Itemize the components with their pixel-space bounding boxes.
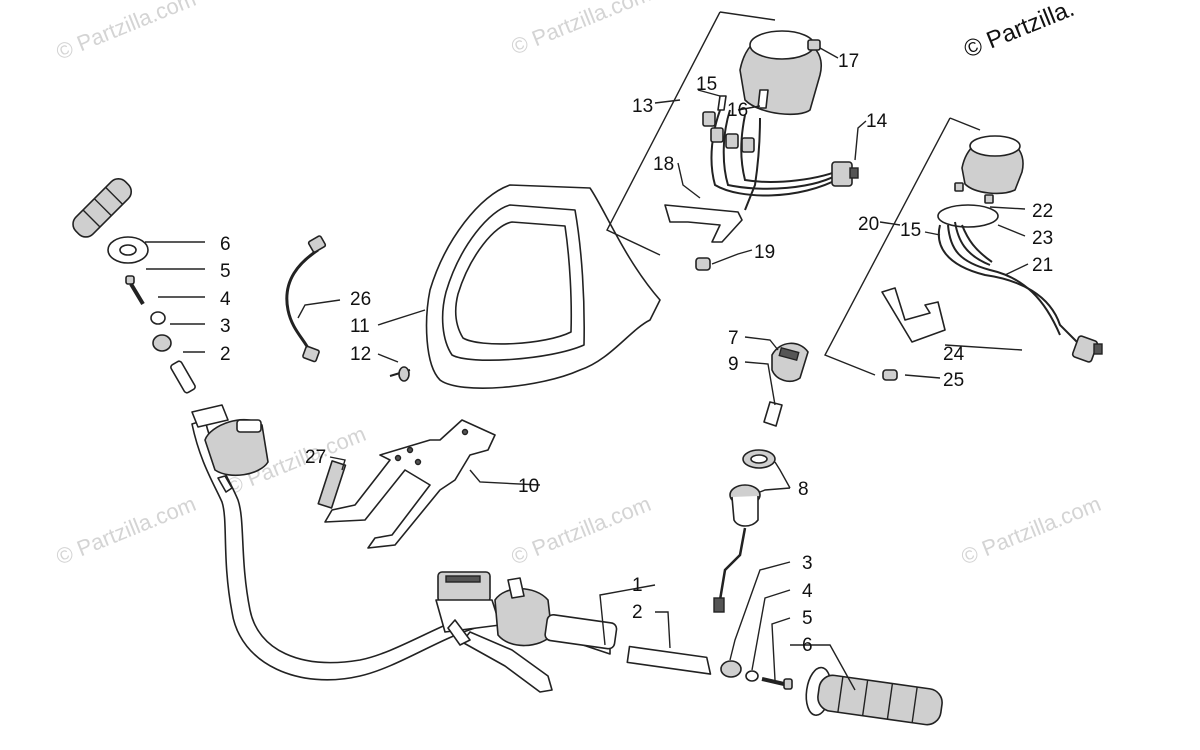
callout-5-right: 5 <box>802 608 813 629</box>
compact-gauge[interactable] <box>954 135 1024 204</box>
left-switch-housing[interactable] <box>204 418 269 493</box>
left-grip-group <box>69 175 205 394</box>
watermark: © Partzilla.com <box>958 491 1105 570</box>
callout-8: 8 <box>798 479 809 500</box>
callout-3-right: 3 <box>802 553 813 574</box>
right-sleeve[interactable] <box>626 645 712 675</box>
callout-13: 13 <box>632 96 653 117</box>
callout-24: 24 <box>943 344 965 365</box>
gauge-retainer[interactable] <box>664 204 743 243</box>
right-grip[interactable] <box>803 666 944 732</box>
watermark: © Partzilla.com <box>53 0 200 65</box>
callout-10: 10 <box>518 476 539 497</box>
callout-7: 7 <box>728 328 739 349</box>
watermark: © Partzilla.com <box>508 0 655 60</box>
ignition-switch[interactable] <box>713 484 761 613</box>
gauge-grommet[interactable] <box>695 257 711 271</box>
callout-labels: 6 5 4 3 2 26 11 12 27 10 13 15 16 17 14 … <box>220 51 1053 656</box>
callout-4-right: 4 <box>802 581 813 602</box>
watermark: © Partzilla.com <box>53 491 200 570</box>
callout-4-left: 4 <box>220 289 231 310</box>
headlight-pod[interactable] <box>425 184 661 389</box>
left-washer[interactable] <box>150 311 166 325</box>
gauge-seal-ring[interactable] <box>937 204 999 228</box>
callout-19: 19 <box>754 242 775 263</box>
callout-14: 14 <box>866 111 888 132</box>
gauge-kit-1 <box>606 11 867 271</box>
callout-20: 20 <box>858 214 879 235</box>
callout-5-left: 5 <box>220 261 231 282</box>
callout-26: 26 <box>350 289 371 310</box>
callout-22: 22 <box>1032 201 1053 222</box>
callout-25: 25 <box>943 370 964 391</box>
gauge-kit-2 <box>824 117 1103 381</box>
callout-9: 9 <box>728 354 739 375</box>
copyright-text: © Partzilla. <box>960 0 1078 64</box>
callout-3-left: 3 <box>220 316 231 337</box>
callout-15-a: 15 <box>696 74 717 95</box>
foam-strip[interactable] <box>317 460 347 509</box>
callout-6-left: 6 <box>220 234 231 255</box>
mounting-bracket[interactable] <box>324 419 496 549</box>
callout-23: 23 <box>1032 228 1053 249</box>
callout-2-right: 2 <box>632 602 643 623</box>
left-end-cap[interactable] <box>152 334 172 352</box>
callout-21: 21 <box>1032 255 1053 276</box>
callout-2-left: 2 <box>220 344 231 365</box>
left-sleeve[interactable] <box>170 360 196 394</box>
brake-master-cylinder[interactable] <box>435 571 553 693</box>
headlight-cable[interactable] <box>285 235 327 363</box>
right-throttle-housing[interactable] <box>494 577 618 650</box>
ignition-group <box>713 336 809 613</box>
callout-18: 18 <box>653 154 674 175</box>
callout-27: 27 <box>305 447 326 468</box>
callout-12: 12 <box>350 344 371 365</box>
gauge-button[interactable] <box>807 39 821 51</box>
right-end-cap[interactable] <box>720 660 742 678</box>
gauge-bracket-2[interactable] <box>881 287 946 343</box>
callout-17: 17 <box>838 51 859 72</box>
callout-15-b: 15 <box>900 220 921 241</box>
left-bolt[interactable] <box>125 275 145 306</box>
watermark: © Partzilla.com <box>508 491 655 570</box>
callout-6-right: 6 <box>802 635 813 656</box>
left-grip[interactable] <box>69 175 135 241</box>
callout-11: 11 <box>350 316 370 337</box>
callout-1: 1 <box>632 575 643 596</box>
gauge-grommet-2[interactable] <box>882 369 898 381</box>
gauge-harness[interactable] <box>702 89 859 211</box>
callout-16: 16 <box>727 100 748 121</box>
key[interactable] <box>763 342 809 427</box>
right-grip-group <box>599 561 944 732</box>
pod-screw[interactable] <box>389 366 411 382</box>
gauge-harness-2[interactable] <box>937 221 1103 363</box>
right-washer[interactable] <box>745 670 759 682</box>
right-bolt[interactable] <box>761 677 793 690</box>
